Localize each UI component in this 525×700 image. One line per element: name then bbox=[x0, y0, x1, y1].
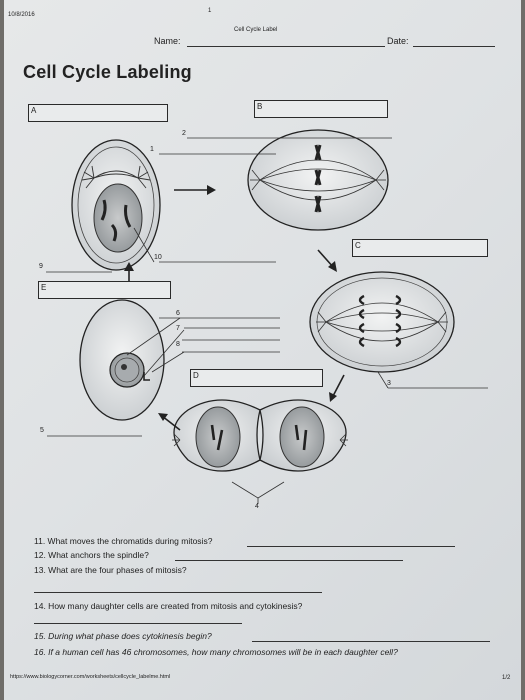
answer-line-11[interactable] bbox=[247, 546, 455, 547]
name-label: Name: bbox=[154, 36, 181, 46]
answer-line-15[interactable] bbox=[252, 641, 490, 642]
cell-cycle-diagram bbox=[46, 129, 488, 504]
marker-2: 2 bbox=[182, 130, 186, 137]
metaphase-cell bbox=[247, 129, 389, 231]
prophase-cell bbox=[71, 139, 161, 271]
marker-9: 9 bbox=[39, 263, 43, 270]
answer-line-13[interactable] bbox=[34, 592, 322, 593]
anaphase-cell bbox=[309, 271, 455, 373]
arrow-anaphase-to-telophase bbox=[329, 374, 345, 402]
question-12: 12. What anchors the spindle? bbox=[34, 550, 149, 560]
marker-5: 5 bbox=[40, 427, 44, 434]
arrow-telophase-to-interphase bbox=[158, 413, 181, 431]
answer-line-14[interactable] bbox=[34, 623, 242, 624]
name-field-line bbox=[187, 46, 385, 47]
date-label: Date: bbox=[387, 36, 409, 46]
label-box-b[interactable]: B bbox=[254, 100, 388, 118]
interphase-cell bbox=[79, 299, 165, 421]
footer-page-number: 1/2 bbox=[502, 675, 511, 681]
label-box-a[interactable]: A bbox=[28, 104, 168, 122]
leader-lines bbox=[46, 137, 488, 504]
footer-url: https://www.biologycorner.com/worksheets… bbox=[10, 674, 171, 680]
marker-3: 3 bbox=[387, 380, 391, 387]
page-title: Cell Cycle Labeling bbox=[23, 62, 192, 82]
marker-8: 8 bbox=[176, 341, 180, 348]
question-15: 15. During what phase does cytokinesis b… bbox=[34, 631, 212, 641]
marker-10: 10 bbox=[154, 254, 162, 261]
question-14: 14. How many daughter cells are created … bbox=[34, 601, 303, 611]
worksheet-page: 10/8/2016 1 Cell Cycle Label Name: Date:… bbox=[4, 0, 521, 700]
question-13: 13. What are the four phases of mitosis? bbox=[34, 565, 187, 575]
marker-4: 4 bbox=[255, 503, 259, 510]
marker-6: 6 bbox=[176, 310, 180, 317]
label-box-e[interactable]: E bbox=[38, 281, 171, 299]
question-16: 16. If a human cell has 46 chromosomes, … bbox=[34, 647, 398, 657]
document-header-title: Cell Cycle Label bbox=[234, 27, 278, 33]
print-date: 10/8/2016 bbox=[8, 12, 35, 18]
marker-1: 1 bbox=[150, 146, 154, 153]
telophase-cell bbox=[172, 399, 348, 472]
question-11: 11. What moves the chromatids during mit… bbox=[34, 536, 213, 546]
label-box-d[interactable]: D bbox=[190, 369, 323, 387]
date-field-line bbox=[413, 46, 495, 47]
page-mark: 1 bbox=[208, 8, 212, 14]
arrow-metaphase-to-anaphase bbox=[317, 249, 337, 272]
arrow-prophase-to-metaphase bbox=[174, 185, 216, 195]
label-box-c[interactable]: C bbox=[352, 239, 488, 257]
answer-line-12[interactable] bbox=[175, 560, 403, 561]
marker-7: 7 bbox=[176, 325, 180, 332]
